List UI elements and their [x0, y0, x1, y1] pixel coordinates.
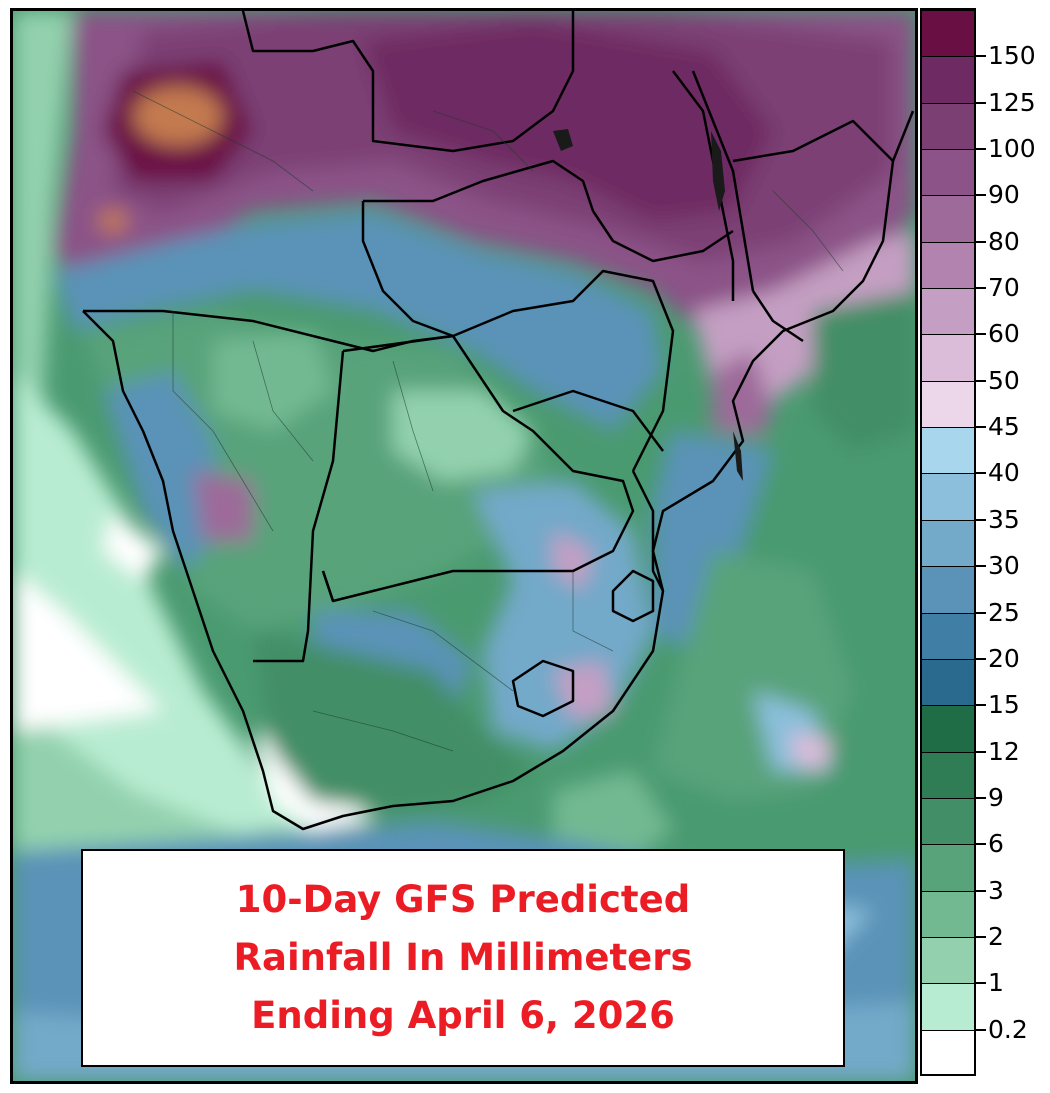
legend-label: 1 [988, 968, 1004, 998]
rainfall-map: 10-Day GFS Predicted Rainfall In Millime… [10, 8, 918, 1084]
legend-swatch [922, 473, 974, 520]
legend-label: 90 [988, 180, 1020, 210]
legend-tick [974, 55, 986, 58]
legend-label: 15 [988, 690, 1020, 720]
legend-label: 25 [988, 597, 1020, 627]
legend-label: 125 [988, 87, 1036, 117]
legend-swatch [922, 102, 974, 150]
province-borders [132, 90, 844, 752]
legend-swatch [922, 427, 974, 474]
legend-label: 60 [988, 319, 1020, 349]
legend-swatch [922, 751, 974, 798]
legend-tick [974, 148, 986, 151]
legend-label: 45 [988, 412, 1020, 442]
legend-tick [974, 287, 986, 290]
legend-swatch [922, 844, 974, 891]
legend-swatch [922, 705, 974, 752]
lakes [553, 129, 743, 481]
legend-tick [974, 240, 986, 243]
legend-swatch [922, 10, 974, 57]
legend-swatch [922, 241, 974, 289]
legend-tick [974, 565, 986, 568]
legend-label: 100 [988, 134, 1036, 164]
title-line-2: Rainfall In Millimeters [233, 936, 693, 979]
legend-swatch [922, 983, 974, 1030]
legend-swatch [922, 56, 974, 103]
legend-label: 20 [988, 643, 1020, 673]
legend-swatch [922, 195, 974, 242]
legend-tick [974, 194, 986, 197]
legend-border [920, 8, 976, 1076]
legend-label: 2 [988, 921, 1004, 951]
legend-tick [974, 796, 986, 799]
legend-tick [974, 704, 986, 707]
legend-swatch [922, 519, 974, 567]
legend-label: 35 [988, 504, 1020, 534]
legend-tick [974, 935, 986, 938]
legend-swatch [922, 288, 974, 335]
legend-label: 9 [988, 782, 1004, 812]
legend-tick [974, 750, 986, 753]
legend-label: 0.2 [988, 1014, 1028, 1044]
title-line-3: Ending April 6, 2026 [251, 994, 675, 1037]
legend-tick [974, 611, 986, 614]
legend-label: 30 [988, 551, 1020, 581]
legend-tick [974, 889, 986, 892]
legend-swatch [922, 658, 974, 706]
legend-swatch [922, 380, 974, 428]
legend-label: 50 [988, 365, 1020, 395]
legend-label: 12 [988, 736, 1020, 766]
legend-tick [974, 333, 986, 336]
legend-tick [974, 379, 986, 382]
legend-tick [974, 657, 986, 660]
legend-swatch [922, 149, 974, 196]
legend-tick [974, 518, 986, 521]
legend-tick [974, 1028, 986, 1031]
title-box: 10-Day GFS Predicted Rainfall In Millime… [81, 849, 845, 1067]
legend-label: 3 [988, 875, 1004, 905]
legend-tick [974, 101, 986, 104]
legend-tick [974, 426, 986, 429]
legend-label: 150 [988, 41, 1036, 71]
legend-label: 70 [988, 273, 1020, 303]
legend-swatch [922, 797, 974, 845]
legend-swatch [922, 1029, 974, 1076]
legend-swatch [922, 890, 974, 937]
country-borders [82, 11, 915, 831]
legend-swatch [922, 612, 974, 659]
legend-tick [974, 982, 986, 985]
legend-label: 80 [988, 226, 1020, 256]
legend-swatch [922, 936, 974, 984]
legend-label: 6 [988, 829, 1004, 859]
legend-swatch [922, 566, 974, 613]
legend-label: 40 [988, 458, 1020, 488]
legend-tick [974, 843, 986, 846]
legend-tick [974, 472, 986, 475]
color-legend: 150 125 100 90 80 70 60 50 45 40 35 30 25 20 15 12 9 6 3 2 1… [920, 8, 1048, 1084]
title-line-1: 10-Day GFS Predicted [235, 878, 691, 921]
legend-swatch [922, 334, 974, 381]
